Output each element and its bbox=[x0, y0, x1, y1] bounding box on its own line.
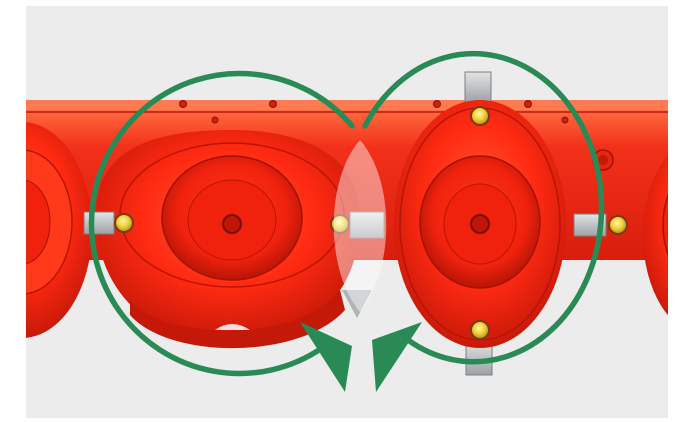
bolt-icon bbox=[609, 216, 627, 234]
bolt-icon bbox=[471, 107, 489, 125]
bar-screw bbox=[434, 101, 441, 108]
bar-screw bbox=[525, 101, 532, 108]
bar-screw bbox=[562, 117, 568, 123]
frame-left bbox=[0, 0, 26, 422]
bar-screw bbox=[180, 101, 187, 108]
frame-bottom bbox=[0, 418, 686, 422]
bar-screw bbox=[270, 101, 277, 108]
bar-screw bbox=[212, 117, 218, 123]
blade-holder bbox=[84, 212, 114, 234]
blade-holder bbox=[465, 72, 491, 102]
bolt-icon bbox=[115, 214, 133, 232]
frame-right bbox=[668, 0, 686, 422]
frame-top bbox=[0, 0, 686, 6]
bolt-icon bbox=[471, 321, 489, 339]
